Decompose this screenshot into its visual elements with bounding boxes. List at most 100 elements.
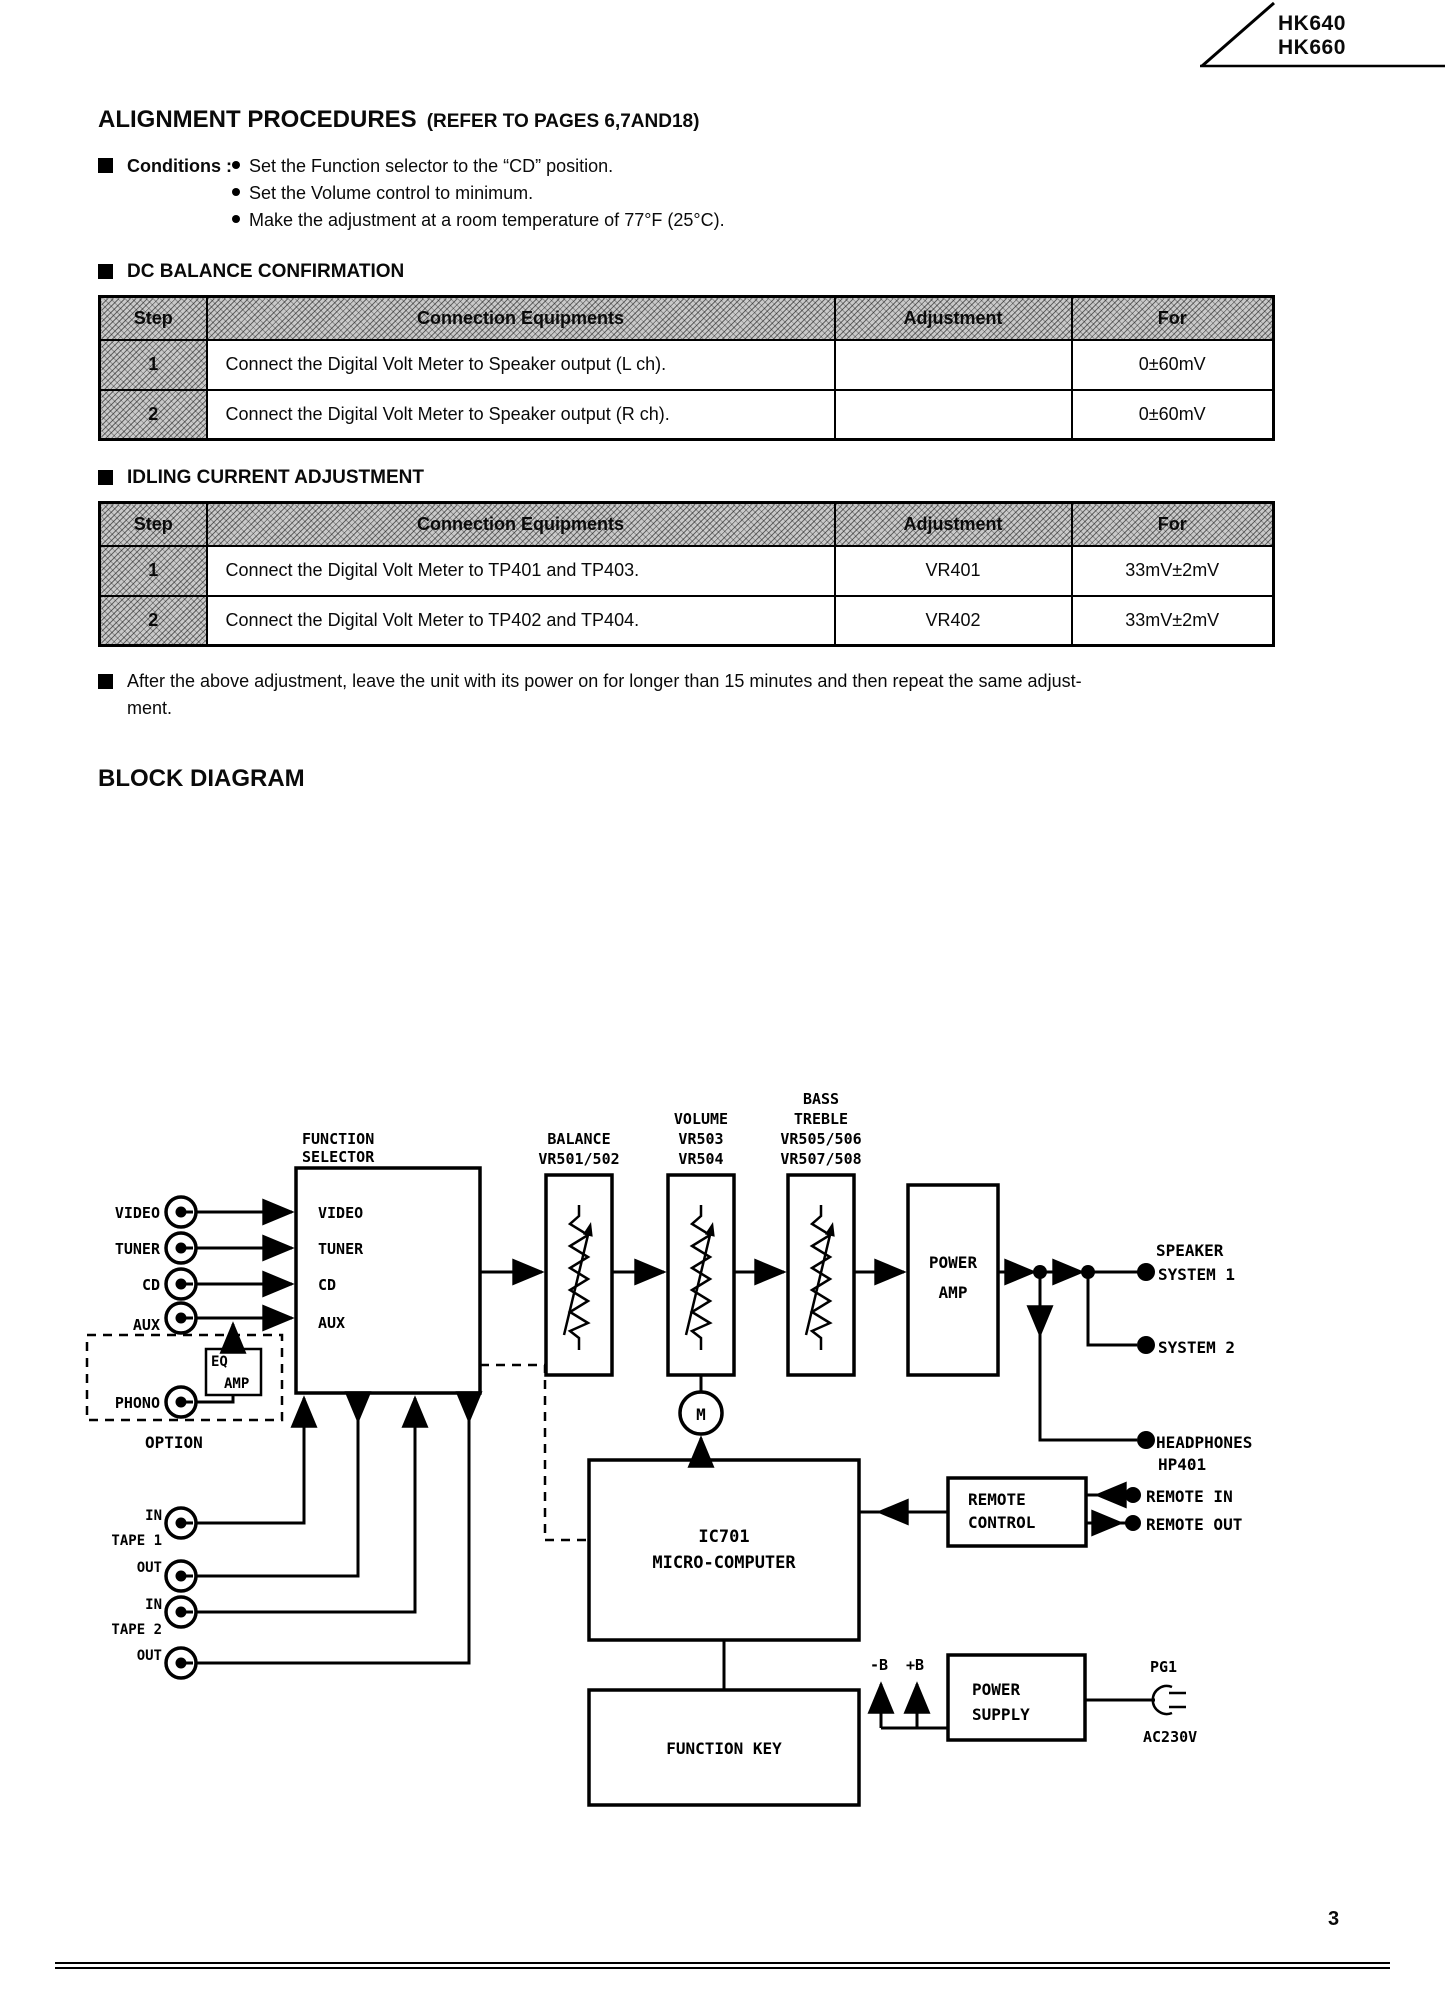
block-diagram-title: BLOCK DIAGRAM bbox=[98, 765, 305, 792]
section-marker-icon bbox=[98, 674, 113, 689]
bass-vr-label-1: VR505/506 bbox=[780, 1130, 861, 1148]
treble-label: TREBLE bbox=[794, 1110, 848, 1128]
fs-input-tuner: TUNER bbox=[318, 1240, 364, 1258]
col-for: For bbox=[1070, 501, 1275, 547]
note-line-1: After the above adjustment, leave the un… bbox=[127, 671, 1082, 691]
condition-text-1: Set the Function selector to the “CD” po… bbox=[249, 156, 614, 176]
condition-item: Make the adjustment at a room temperatur… bbox=[232, 210, 725, 231]
section-marker-icon bbox=[98, 158, 113, 173]
eq-amp-label: AMP bbox=[224, 1376, 249, 1392]
for-cell: 0±60mV bbox=[1070, 338, 1275, 391]
aux-jack-label: AUX bbox=[133, 1316, 160, 1334]
table-row: 1 Connect the Digital Volt Meter to TP40… bbox=[98, 544, 1275, 597]
step-cell: 1 bbox=[98, 338, 208, 391]
for-cell: 33mV±2mV bbox=[1070, 594, 1275, 647]
function-key-box bbox=[587, 1688, 861, 1807]
headphones-label: HEADPHONES bbox=[1156, 1433, 1252, 1452]
volume-vr-label-2: VR504 bbox=[678, 1150, 723, 1168]
col-step: Step bbox=[98, 295, 208, 341]
tape1-in-jack-icon bbox=[164, 1506, 198, 1540]
balance-vr-label: VR501/502 bbox=[538, 1150, 619, 1168]
bottom-rule bbox=[55, 1962, 1390, 1969]
fs-input-cd: CD bbox=[318, 1276, 336, 1294]
condition-text-2: Set the Volume control to minimum. bbox=[249, 183, 534, 203]
system2-label: SYSTEM 2 bbox=[1158, 1338, 1235, 1357]
tape2-in-wire bbox=[196, 1395, 429, 1614]
volume-vr-label-1: VR503 bbox=[678, 1130, 723, 1148]
speaker-label: SPEAKER bbox=[1156, 1241, 1224, 1260]
table-row: 1 Connect the Digital Volt Meter to Spea… bbox=[98, 338, 1275, 391]
balance-box bbox=[544, 1173, 614, 1377]
col-step: Step bbox=[98, 501, 208, 547]
function-selector-label-1: FUNCTION bbox=[302, 1130, 374, 1148]
volume-pot-icon bbox=[684, 1203, 716, 1352]
tuner-jack-icon bbox=[164, 1231, 198, 1265]
remote-control-box bbox=[946, 1476, 1088, 1548]
page-title-row: ALIGNMENT PROCEDURES(REFER TO PAGES 6,7A… bbox=[98, 106, 699, 134]
table-header-row: Step Connection Equipments Adjustment Fo… bbox=[98, 501, 1275, 547]
phono-jack-icon bbox=[164, 1385, 198, 1419]
block-diagram: FUNCTION SELECTOR BALANCE VR501/502 VOLU… bbox=[85, 1090, 1252, 1807]
model-number-2: HK660 bbox=[1278, 36, 1346, 59]
header-rule-graphic bbox=[1200, 1, 1445, 68]
balance-pot-icon bbox=[562, 1203, 594, 1352]
power-amp-box bbox=[906, 1183, 1000, 1377]
power-supply-label-2: SUPPLY bbox=[972, 1705, 1030, 1724]
adjustment-cell bbox=[833, 388, 1073, 441]
fs-input-aux: AUX bbox=[318, 1314, 345, 1332]
bass-pot-icon bbox=[804, 1203, 836, 1352]
micro-computer-label: MICRO-COMPUTER bbox=[652, 1553, 796, 1573]
page-number: 3 bbox=[1328, 1908, 1340, 1930]
motor-icon bbox=[678, 1390, 724, 1436]
connection-cell: Connect the Digital Volt Meter to Speake… bbox=[205, 388, 836, 441]
condition-item: Set the Function selector to the “CD” po… bbox=[232, 156, 613, 177]
col-connection: Connection Equipments bbox=[205, 295, 836, 341]
model-number-1: HK640 bbox=[1278, 12, 1346, 35]
phono-jack-label: PHONO bbox=[115, 1394, 160, 1412]
tape1-out-wire bbox=[196, 1393, 360, 1578]
system2-wire bbox=[1086, 1272, 1137, 1347]
step-cell: 2 bbox=[98, 594, 208, 647]
plus-b-label: +B bbox=[906, 1656, 924, 1674]
header-diagonal-line bbox=[1201, 1, 1275, 68]
micro-computer-box bbox=[587, 1458, 861, 1642]
tape2-in-jack-icon bbox=[164, 1595, 198, 1629]
power-supply-box bbox=[946, 1653, 1087, 1742]
remote-in-terminal-dot bbox=[1125, 1487, 1141, 1503]
dc-balance-table: Step Connection Equipments Adjustment Fo… bbox=[98, 295, 1275, 441]
function-selector-label-2: SELECTOR bbox=[302, 1148, 375, 1166]
col-connection: Connection Equipments bbox=[205, 501, 836, 547]
phono-wire bbox=[196, 1395, 235, 1404]
tape2-out-label: OUT bbox=[137, 1648, 162, 1664]
function-key-label: FUNCTION KEY bbox=[666, 1739, 782, 1758]
remote-label-2: CONTROL bbox=[968, 1513, 1035, 1532]
tape2-in-label: IN bbox=[145, 1597, 162, 1613]
connection-cell: Connect the Digital Volt Meter to TP402 … bbox=[205, 594, 836, 647]
cd-jack-label: CD bbox=[142, 1276, 160, 1294]
tape2-label: TAPE 2 bbox=[111, 1622, 162, 1638]
tape1-out-jack-icon bbox=[164, 1559, 198, 1593]
condition-text-3: Make the adjustment at a room temperatur… bbox=[249, 210, 725, 230]
page-title: ALIGNMENT PROCEDURES bbox=[98, 106, 417, 133]
col-adjustment: Adjustment bbox=[833, 295, 1073, 341]
minus-b-label: -B bbox=[870, 1656, 888, 1674]
option-label: OPTION bbox=[145, 1433, 203, 1452]
ic701-label: IC701 bbox=[698, 1527, 749, 1547]
aux-jack-icon bbox=[164, 1301, 198, 1335]
power-amp-label-1: POWER bbox=[929, 1253, 978, 1272]
bass-vr-label-2: VR507/508 bbox=[780, 1150, 861, 1168]
section-marker-icon bbox=[98, 470, 113, 485]
system1-terminal-dot bbox=[1137, 1263, 1155, 1281]
table-row: 2 Connect the Digital Volt Meter to TP40… bbox=[98, 594, 1275, 647]
ac230v-label: AC230V bbox=[1143, 1728, 1197, 1746]
col-for: For bbox=[1070, 295, 1275, 341]
tape2-out-wire bbox=[196, 1393, 471, 1665]
dc-balance-heading: DC BALANCE CONFIRMATION bbox=[127, 261, 405, 282]
remote-out-label: REMOTE OUT bbox=[1146, 1515, 1242, 1534]
bass-treble-box bbox=[786, 1173, 856, 1377]
video-jack-label: VIDEO bbox=[115, 1204, 160, 1222]
headphones-terminal-dot bbox=[1137, 1431, 1155, 1449]
headphones-hp401-label: HP401 bbox=[1158, 1455, 1206, 1474]
motor-label: M bbox=[696, 1405, 706, 1424]
